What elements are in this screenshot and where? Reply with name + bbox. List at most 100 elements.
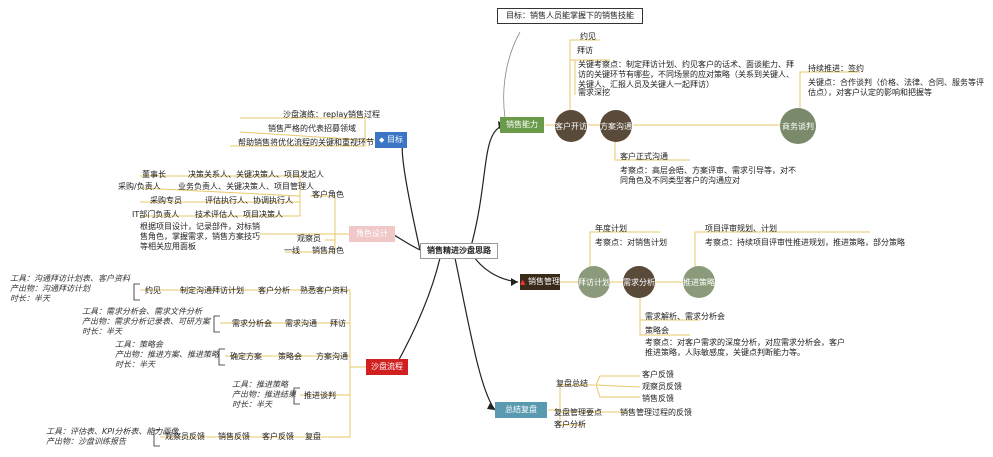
sm-meeting: 策略会	[645, 326, 669, 335]
sm-schedule: 年度计划	[595, 224, 627, 233]
flow-s2-b: 需求沟通	[285, 319, 317, 328]
flow-s5-note-1: 工具：评估表、KPI分析表、能力画像	[46, 427, 179, 436]
line-role-customer	[310, 195, 350, 235]
role-r4-a: IT部门负责人	[132, 210, 180, 219]
role-r3-a: 采购专员	[150, 196, 182, 205]
flow-s2-note-3: 时长：半天	[82, 327, 122, 336]
sa-win: 持续推进：签约	[808, 64, 864, 73]
role-r1-a: 董事长	[142, 170, 166, 179]
sa-formal-desc: 考察点：高层会晤、方案评审、需求引导等，对不同角色及不同类型客户的沟通应对	[620, 166, 796, 185]
flow-s1-b: 制定沟通拜访计划	[180, 286, 244, 295]
line-visit-desc	[570, 59, 576, 95]
bracket-s3	[218, 348, 225, 366]
top-note: 目标：销售人员能掌握下的销售技能	[497, 8, 643, 24]
sa-visit-detail: 拜访	[577, 46, 593, 55]
goal-item-1: 沙盘演练：replay销售过程	[283, 110, 380, 119]
flow-s1-note-1: 工具：沟通拜访计划表、客户资料	[10, 274, 130, 283]
sales-mgmt-node[interactable]: ▲ 销售管理	[520, 274, 560, 290]
flag-icon: ▲	[520, 278, 526, 286]
sm-circle-needs[interactable]: 需求分析	[623, 266, 655, 298]
flow-s3-c: 方案沟通	[316, 352, 348, 361]
line-rv3	[595, 384, 640, 398]
sa-circle-customer-visit[interactable]: 客户开访	[555, 110, 587, 142]
flow-s5-b: 销售反馈	[218, 432, 250, 441]
flow-s5-a: 观察员反馈	[165, 432, 205, 441]
role-r1-b: 决策关系人、关键决策人、项目发起人	[188, 170, 324, 179]
line-goal-1	[240, 117, 375, 141]
flow-s5-d: 复盘	[305, 432, 321, 441]
flow-s4-note-1: 工具：推进策略	[232, 380, 288, 389]
flow-s5-c: 客户反馈	[262, 432, 294, 441]
flow-s3-note-2: 产出物：推进方案、推进策略	[115, 350, 219, 359]
role-desc: 根据项目设计，记录部件，对标销售角色，掌握需求，销售方案技巧等相关应用面板	[140, 222, 260, 251]
summary-mgr-detail: 销售管理过程的反馈	[620, 408, 692, 417]
line-flow-3	[225, 355, 351, 367]
line-rv2	[595, 384, 641, 388]
line-formal	[614, 138, 690, 161]
line-goal-3	[230, 140, 366, 147]
line-role-obs	[325, 234, 336, 241]
summary-review-2: 观察员反馈	[642, 382, 682, 391]
sm-circle-visit-plan[interactable]: 拜访计划	[578, 266, 610, 298]
line-cust	[559, 410, 585, 426]
line-goal-2	[239, 131, 366, 141]
sm-schedule-desc: 考察点：对销售计划	[595, 238, 667, 247]
sm-circle-strategy[interactable]: 推进策略	[683, 266, 715, 298]
role-observer: 观察员	[297, 234, 321, 243]
bracket-s4	[293, 387, 300, 405]
flow-s1-a: 约见	[145, 286, 161, 295]
sm-project: 项目评审规划、计划	[705, 224, 777, 233]
link-center-sales-ability	[469, 124, 506, 251]
line-role-r1	[140, 175, 301, 196]
summary-review-3: 销售反馈	[642, 394, 674, 403]
arrow-summary	[487, 403, 495, 410]
sales-ability-node[interactable]: 销售能力	[500, 117, 544, 133]
flow-node[interactable]: 沙盘流程	[366, 359, 408, 375]
goal-node[interactable]: ◆ 目标	[375, 132, 407, 148]
flow-s2-c: 拜访	[330, 319, 346, 328]
role-node[interactable]: 角色设计	[349, 226, 395, 242]
flow-s2-note-1: 工具：需求分析会、需求文件分析	[82, 307, 202, 316]
flow-s4-note-3: 时长：半天	[232, 400, 272, 409]
flow-s3-a: 确定方案	[230, 352, 262, 361]
link-center-goal	[401, 139, 421, 251]
line-project	[694, 231, 870, 268]
flow-s4-note-2: 产出物：推进结果	[232, 390, 296, 399]
line-visit	[569, 39, 600, 112]
line-schedule	[589, 231, 660, 268]
line-flow-2	[220, 322, 351, 367]
summary-review: 复盘总结	[556, 379, 588, 388]
sm-project-desc: 考察点：持续项目评审性推进规划，推进策略，部分策略	[705, 238, 905, 247]
flow-s2-a: 需求分析会	[232, 319, 272, 328]
sa-visit: 约见	[580, 32, 596, 41]
center-node[interactable]: 销售精进沙盘思路	[420, 243, 498, 259]
line-review	[548, 384, 595, 411]
role-sales: 一线	[284, 246, 300, 255]
line-role-r4	[140, 196, 301, 217]
link-center-summary	[454, 257, 496, 411]
summary-review-1: 客户反馈	[642, 370, 674, 379]
role-customer-header: 客户角色	[312, 190, 344, 199]
flow-s1-note-3: 时长：半天	[10, 294, 50, 303]
sa-circle-negotiation[interactable]: 商务谈判	[780, 108, 816, 144]
sa-visit-desc: 关键考察点：制定拜访计划、约见客户的话术、面谈能力、拜访的关键环节有哪些，不同场…	[578, 60, 794, 89]
summary-mgr: 复盘管理要点	[554, 408, 602, 417]
link-top-note	[503, 31, 521, 119]
flow-s2-note-2: 产出物：需求分析记录表、可研方案	[82, 317, 210, 326]
role-r2-b: 业务负责人、关键决策人、项目管理人	[178, 182, 314, 191]
summary-node[interactable]: 总结复盘	[495, 402, 547, 418]
goal-icon: ◆	[379, 136, 385, 144]
flow-s5-note-2: 产出物：沙盘训练报告	[46, 437, 126, 446]
link-center-flow	[394, 257, 441, 368]
line-rv1	[595, 375, 640, 386]
role-sales-role: 销售角色	[312, 246, 344, 255]
line-win	[799, 71, 860, 112]
sa-win-desc: 关键点：合作谈判（价格、法律、合同、服务等评估点），对客户认定的影响和把握等	[808, 78, 984, 97]
line-role-r2	[139, 187, 301, 197]
sm-meeting-desc: 考察点：对客户需求的深度分析，对应需求分析会，客户推进策略，人际敏感度，关键点判…	[645, 338, 845, 357]
role-r4-b: 技术评估人、项目决策人	[195, 210, 283, 219]
flow-s4-a: 推进谈判	[304, 391, 336, 400]
sa-circle-solution[interactable]: 方案沟通	[600, 110, 632, 142]
sa-visit-sub: 需求深挖	[578, 88, 610, 97]
